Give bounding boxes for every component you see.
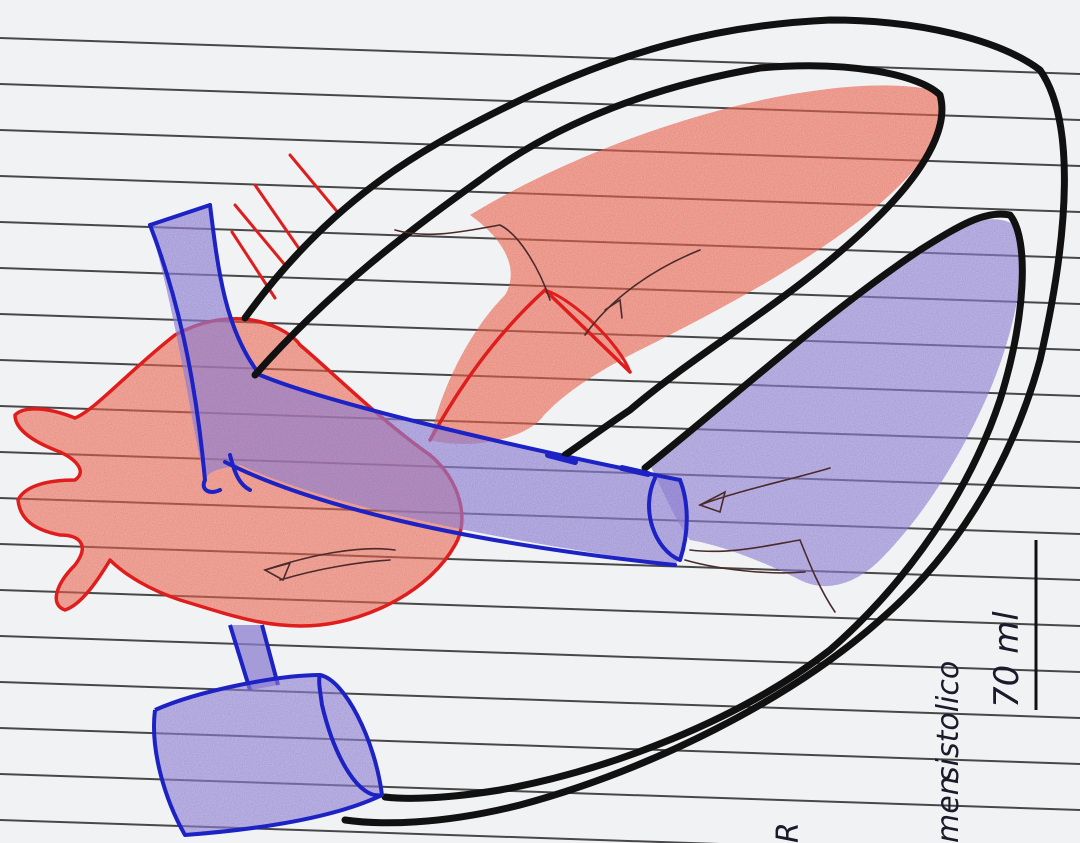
annotation-volume: 70 ml — [987, 611, 1027, 708]
annotation-sistolico: sistolico — [931, 661, 966, 782]
annotation-corner-mark: R — [771, 822, 806, 843]
systolic-annotation: men sistolico 70 ml R — [771, 540, 1036, 843]
ruled-line — [0, 38, 1080, 74]
ruled-line — [0, 636, 1080, 672]
ruled-line — [0, 820, 1080, 843]
annotation-men: men — [931, 776, 966, 843]
ruled-line — [0, 590, 1080, 626]
